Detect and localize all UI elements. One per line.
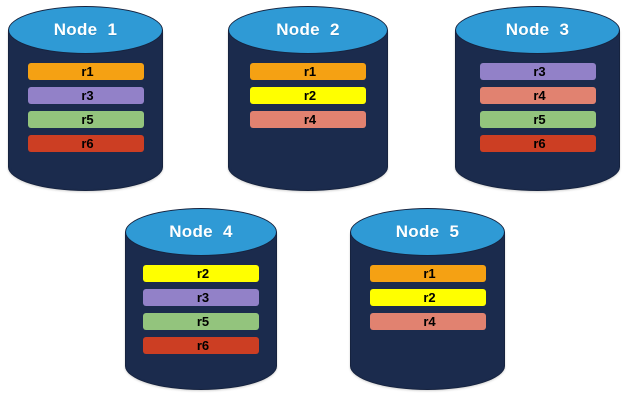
replica-label: r5: [81, 112, 94, 127]
node-lid: Node 1: [8, 6, 163, 54]
replica-label: r6: [533, 136, 546, 151]
replica-row-list: r3 r4 r5 r6: [455, 63, 620, 152]
node-bottom-rim: [458, 167, 617, 189]
replica-row[interactable]: r2: [369, 289, 486, 306]
replica-row[interactable]: r3: [479, 63, 596, 80]
node-bottom-rim: [231, 167, 385, 189]
node-1[interactable]: Node 1 r1 r3 r5 r6: [8, 6, 163, 191]
replica-row[interactable]: r4: [479, 87, 596, 104]
replica-label: r4: [303, 112, 317, 127]
replica-label: r2: [423, 290, 436, 305]
replica-label: r5: [196, 314, 210, 329]
replica-label: r1: [303, 64, 317, 79]
replica-row[interactable]: r1: [27, 63, 144, 80]
node-bottom-rim: [11, 167, 160, 189]
replica-row-list: r2 r3 r5 r6: [125, 265, 277, 354]
replica-row[interactable]: r1: [369, 265, 486, 282]
replica-row[interactable]: r5: [27, 111, 144, 128]
replica-row[interactable]: r3: [143, 289, 259, 306]
replica-row[interactable]: r6: [143, 337, 259, 354]
replica-label: r4: [533, 88, 546, 103]
replica-row[interactable]: r4: [250, 111, 366, 128]
replica-label: r1: [423, 266, 436, 281]
node-bottom-rim: [353, 366, 502, 388]
node-title: Node 2: [276, 20, 340, 39]
replica-label: r2: [303, 88, 317, 103]
replica-row[interactable]: r3: [27, 87, 144, 104]
node-title: Node 3: [505, 20, 570, 39]
node-5[interactable]: Node 5 r1 r2 r4: [350, 208, 505, 390]
replica-row[interactable]: r5: [479, 111, 596, 128]
replica-row[interactable]: r5: [143, 313, 259, 330]
replica-row[interactable]: r2: [143, 265, 259, 282]
replica-label: r6: [196, 338, 210, 353]
replica-label: r3: [81, 88, 94, 103]
replica-label: r6: [81, 136, 94, 151]
node-bottom-rim: [128, 366, 274, 388]
replica-row[interactable]: r6: [27, 135, 144, 152]
node-4[interactable]: Node 4 r2 r3 r5 r6: [125, 208, 277, 390]
node-3[interactable]: Node 3 r3 r4 r5 r6: [455, 6, 620, 191]
node-title: Node 1: [53, 20, 118, 39]
replica-row[interactable]: r4: [369, 313, 486, 330]
replica-label: r1: [81, 64, 94, 79]
replica-row[interactable]: r2: [250, 87, 366, 104]
replica-label: r4: [423, 314, 436, 329]
replica-row-list: r1 r2 r4: [350, 265, 505, 330]
replica-row[interactable]: r6: [479, 135, 596, 152]
node-lid: Node 5: [350, 208, 505, 256]
replica-row[interactable]: r1: [250, 63, 366, 80]
replica-row-list: r1 r2 r4: [228, 63, 388, 128]
node-2[interactable]: Node 2 r1 r2 r4: [228, 6, 388, 191]
replica-label: r2: [196, 266, 210, 281]
node-title: Node 5: [395, 222, 460, 241]
replica-label: r3: [196, 290, 210, 305]
node-lid: Node 3: [455, 6, 620, 54]
replica-label: r5: [533, 112, 546, 127]
replica-label: r3: [533, 64, 546, 79]
node-title: Node 4: [169, 222, 233, 241]
node-lid: Node 2: [228, 6, 388, 54]
node-lid: Node 4: [125, 208, 277, 256]
replica-row-list: r1 r3 r5 r6: [8, 63, 163, 152]
